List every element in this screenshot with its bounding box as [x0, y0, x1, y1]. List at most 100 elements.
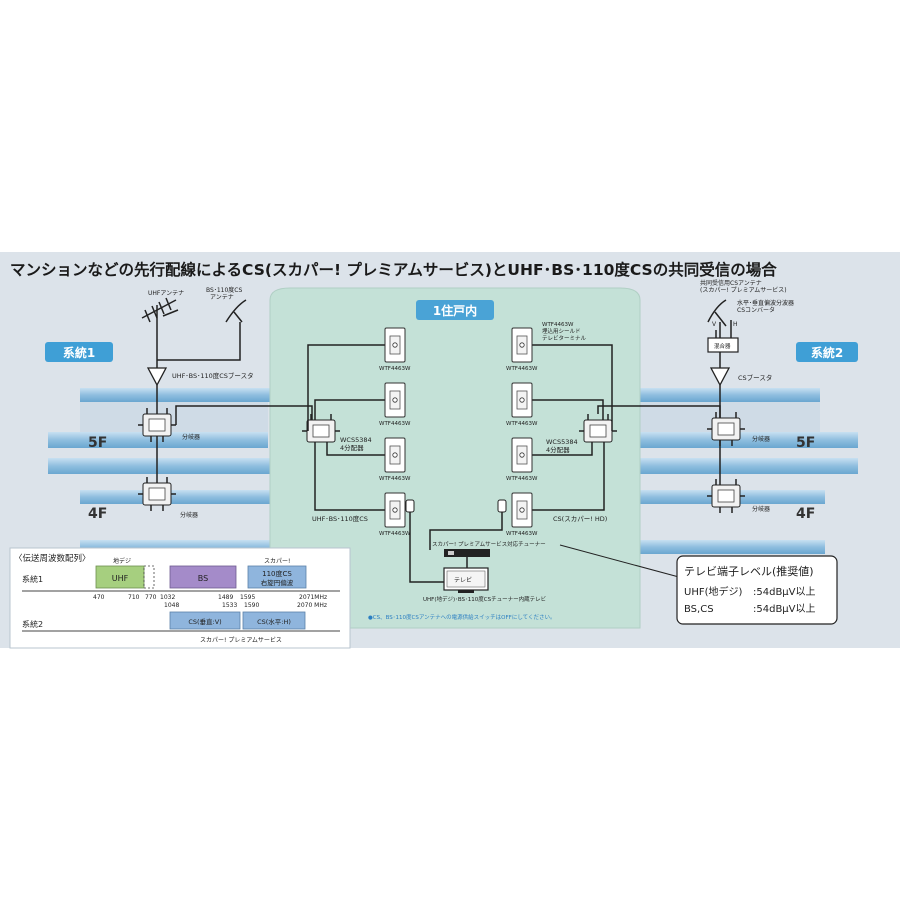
uhf-antenna-label: UHFアンテナ — [148, 290, 184, 297]
left-outlet-4-icon — [384, 492, 406, 528]
system2-splitter-5f-label: 分岐器 — [752, 435, 770, 443]
system2-booster-label: CSブースタ — [738, 373, 772, 382]
band-cs110-label-2: 右旋円偏波 — [261, 578, 294, 587]
freq-tick-1590: 1590 — [244, 602, 259, 609]
band-cs110-label-1: 110度CS — [262, 569, 292, 578]
band-cs-h — [242, 611, 306, 630]
converter-label-2: CSコンバータ — [737, 306, 775, 314]
floor-slab-5f-right — [640, 432, 858, 448]
right-splitter-label-1: WCS5384 — [546, 438, 578, 446]
cs-antenna-label-1: 共同受信用CSアンテナ — [700, 279, 762, 287]
freq-footer: スカパー! プレミアムサービス — [200, 636, 282, 644]
right-outlet-top-label-1: WTF4463W — [542, 322, 574, 328]
left-outlet-3-label: WTF4463W — [379, 476, 411, 482]
freq-tick-710: 710 — [128, 594, 140, 601]
left-outlet-2-icon — [384, 382, 406, 418]
system1-booster-icon — [146, 367, 168, 387]
cs-antenna-icon — [707, 299, 727, 338]
freq-title: 〈伝送周波数配列〉 — [14, 553, 91, 564]
freq-row1-label: 系統1 — [22, 574, 43, 584]
freq-tick-1533: 1533 — [222, 602, 237, 609]
left-splitter-label-2: 4分配器 — [340, 443, 364, 452]
freq-tick-1489: 1489 — [218, 594, 233, 601]
right-outlet-2-icon — [511, 382, 533, 418]
floor-label-4f-left: 4F — [88, 506, 107, 522]
system1-branch-line — [175, 405, 313, 425]
converter-label-1: 水平･垂直偏波分波器 — [737, 299, 794, 307]
pol-v-label: V — [712, 321, 717, 328]
indoor-right-network: WCS5384 4分配器 WTF4463W 埋込用シールド テレビターミナル W… — [506, 322, 618, 537]
right-outlet-1-label: WTF4463W — [506, 366, 538, 372]
freq-tick-1595: 1595 — [240, 594, 255, 601]
floor-slab-4f-left — [80, 490, 270, 504]
right-outlet-top-label-2: 埋込用シールド — [542, 327, 581, 335]
system2-equipment: 共同受信用CSアンテナ (スカパー! プレミアムサービス) 水平･垂直偏波分波器… — [700, 279, 794, 514]
level-row-uhf-name: UHF(地デジ) — [684, 585, 742, 598]
band-bs — [169, 565, 237, 589]
right-outlet-4-icon — [511, 492, 533, 528]
cs-antenna-label-2: (スカパー! プレミアムサービス) — [700, 286, 787, 294]
freq-tick-770: 770 — [145, 594, 157, 601]
system1-feed-line — [157, 344, 241, 361]
freq-tick-2071: 2071MHz — [299, 594, 327, 601]
indoor-left-network: WCS5384 4分配器 WTF4463W WTF4463W WTF4463W … — [301, 327, 411, 537]
freq-tick-470: 470 — [93, 594, 105, 601]
freq-tick-1032: 1032 — [160, 594, 175, 601]
floor-label-5f-right: 5F — [796, 435, 815, 451]
right-outlet-2-label: WTF4463W — [506, 421, 538, 427]
system1-booster-label: UHF･BS･110度CSブースタ — [172, 371, 254, 380]
tuner-icon — [444, 549, 490, 557]
band-uhf-label: UHF — [112, 574, 129, 583]
right-splitter-label-2: 4分配器 — [546, 445, 570, 454]
right-outlet-3-icon — [511, 437, 533, 473]
pol-h-label: H — [733, 321, 738, 328]
band-cs110 — [247, 565, 307, 589]
power-note: ●CS、BS･110度CSアンテナへの電源供給スイッチはOFFにしてください。 — [368, 613, 556, 621]
band-cs-v-label: CS(垂直:V) — [188, 617, 221, 626]
band-bs-label: BS — [198, 574, 208, 583]
tv-label: テレビ — [454, 576, 472, 584]
page-title: マンションなどの先行配線によるCS(スカパー! プレミアムサービス)とUHF･B… — [10, 260, 777, 279]
freq-label-chideji: 地デジ — [113, 557, 131, 565]
dwelling-label: 1住戸内 — [433, 303, 477, 318]
left-outlet-1-label: WTF4463W — [379, 366, 411, 372]
system2-label-box — [796, 342, 858, 362]
freq-label-skyperfect: スカパー! — [264, 558, 290, 565]
system1-label: 系統1 — [63, 345, 95, 360]
left-outlet-2-label: WTF4463W — [379, 421, 411, 427]
bs-antenna-label-2: アンテナ — [210, 294, 234, 301]
freq-tick-1048: 1048 — [164, 602, 179, 609]
level-row-bscs-value: :54dBμV以上 — [753, 603, 816, 615]
left-splitter-label-1: WCS5384 — [340, 436, 372, 444]
freq-tick-2070: 2070 MHz — [297, 602, 327, 609]
level-row-bscs-name: BS,CS — [684, 604, 714, 615]
floor-label-5f-left: 5F — [88, 435, 107, 451]
floor-label-4f-right: 4F — [796, 506, 815, 522]
right-outlet-4-label: WTF4463W — [506, 531, 538, 537]
band-uhf-ext — [143, 565, 155, 589]
left-bottom-label: UHF･BS･110度CS — [312, 514, 368, 523]
mixer-icon — [707, 337, 739, 353]
level-box-title: テレビ端子レベル(推奨値) — [684, 564, 814, 578]
right-outlet-3-label: WTF4463W — [506, 476, 538, 482]
dwelling-label-box — [416, 300, 494, 320]
band-cs-v — [169, 611, 241, 630]
right-bottom-label: CS(スカパー! HD) — [553, 515, 607, 523]
tuner-tv-group: スカパー! プレミアムサービス対応チューナー テレビ UHF(地デジ)･BS･1… — [368, 499, 556, 621]
frequency-allocation: 〈伝送周波数配列〉 地デジ スカパー! 系統1 系統2 UHF BS 110度C… — [9, 547, 351, 649]
uhf-antenna-icon — [141, 297, 179, 368]
level-row-uhf-value: :54dBμV以上 — [753, 586, 816, 598]
left-outlet-3-icon — [384, 437, 406, 473]
left-outlet-4-label: WTF4463W — [379, 531, 411, 537]
system2-label: 系統2 — [811, 345, 843, 360]
tuner-label: スカパー! プレミアムサービス対応チューナー — [432, 540, 546, 548]
system1-equipment: UHFアンテナ BS･110度CS アンテナ UHF･BS･110度CSブースタ… — [137, 286, 313, 519]
left-outlet-1-icon — [384, 327, 406, 363]
bs-antenna-label-1: BS･110度CS — [206, 286, 242, 294]
system1-label-box — [45, 342, 113, 362]
band-cs-h-label: CS(水平:H) — [257, 617, 291, 626]
right-outlet-top-label-3: テレビターミナル — [542, 334, 587, 342]
floor-slab-5f-left — [48, 432, 268, 448]
system2-splitter-4f-label: 分岐器 — [752, 505, 770, 513]
